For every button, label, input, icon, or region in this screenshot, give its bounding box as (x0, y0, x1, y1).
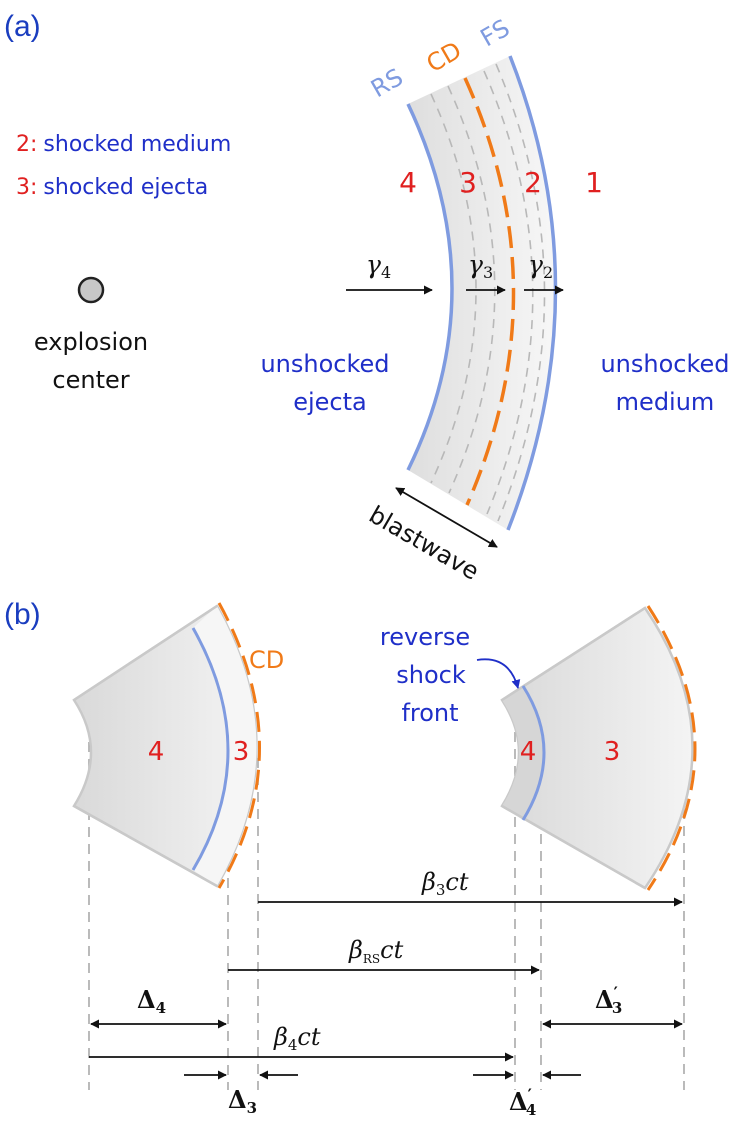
legend-item-shocked-medium: 2:shocked medium (16, 132, 231, 157)
blastwave-label: blastwave (364, 500, 484, 585)
unshocked-ejecta-line2: ejecta (293, 388, 367, 416)
reverse-shock-label-line3: front (401, 699, 458, 727)
right-region-3: 3 (604, 737, 621, 767)
explosion-center-marker (77, 276, 105, 304)
right-region-4: 4 (520, 737, 537, 767)
blastwave-width-arrow (395, 487, 498, 548)
right-wedge (500, 605, 697, 891)
region-numbers-a: 4 3 2 1 (399, 166, 603, 199)
right-wedge-body (500, 606, 694, 890)
legend-item-shocked-ejecta: 3:shocked ejecta (16, 175, 208, 200)
explosion-center-label-line1: explosion (34, 328, 148, 356)
delta4-prime-label: Δ′4 (509, 1085, 536, 1119)
delta4-label: Δ4 (137, 985, 166, 1017)
left-contact-discontinuity (217, 602, 261, 889)
gamma-4: γ4 (366, 250, 391, 282)
label-cd: CD (422, 36, 467, 78)
unshocked-medium-line1: unshocked (600, 350, 729, 378)
left-region-3-band (193, 606, 257, 886)
panel-b-label: (b) (4, 598, 41, 631)
right-reverse-shock-line (521, 685, 546, 821)
reverse-shock-pointer-arrow (476, 658, 521, 689)
legend: 2:shocked medium 3:shocked ejecta (16, 132, 231, 200)
delta3-prime-label: Δ′3 (595, 983, 622, 1017)
left-region-4: 4 (148, 737, 165, 767)
region-1: 1 (585, 166, 603, 199)
cd-label-b: CD (249, 646, 284, 674)
unshocked-medium-line2: medium (616, 388, 715, 416)
reverse-shock-label-line1: reverse (380, 623, 470, 651)
left-wedge-rim (73, 604, 218, 888)
reverse-shock-front-label: reverse shock front (380, 623, 470, 727)
left-wedge (72, 602, 261, 889)
region-4: 4 (399, 166, 417, 199)
panel-a-label: (a) (4, 10, 41, 43)
unshocked-labels: unshocked ejecta unshocked medium (260, 350, 729, 416)
left-reverse-shock-line (191, 627, 230, 871)
contact-discontinuity-line (463, 77, 516, 506)
gamma-3: γ3 (468, 250, 493, 282)
gamma-2: γ2 (528, 250, 553, 282)
unshocked-ejecta-line1: unshocked (260, 350, 389, 378)
right-contact-discontinuity (646, 605, 697, 891)
beta3-ct-label: β3ct (421, 868, 469, 899)
measurement-labels: β3ct βRSct Δ4 Δ′3 β4ct Δ3 Δ′4 (137, 868, 622, 1119)
left-region-3: 3 (233, 737, 250, 767)
beta4-ct-label: β4ct (273, 1023, 321, 1054)
right-region-4-band (502, 686, 544, 820)
measurement-arrows (89, 897, 683, 1080)
region-3: 3 (459, 166, 477, 199)
blastwave-shell (408, 56, 556, 530)
region-2: 2 (524, 166, 542, 199)
reverse-shock-line (406, 103, 454, 471)
label-rs: RS (366, 63, 408, 103)
lorentz-factor-labels: γ4 γ3 γ2 (366, 250, 553, 282)
explosion-center-label-line2: center (52, 366, 129, 394)
betaRS-ct-label: βRSct (348, 936, 404, 966)
reverse-shock-label-line2: shock (396, 661, 466, 689)
delta3-label: Δ3 (228, 1085, 257, 1117)
right-wedge-rim (501, 606, 646, 890)
label-fs: FS (476, 14, 515, 53)
